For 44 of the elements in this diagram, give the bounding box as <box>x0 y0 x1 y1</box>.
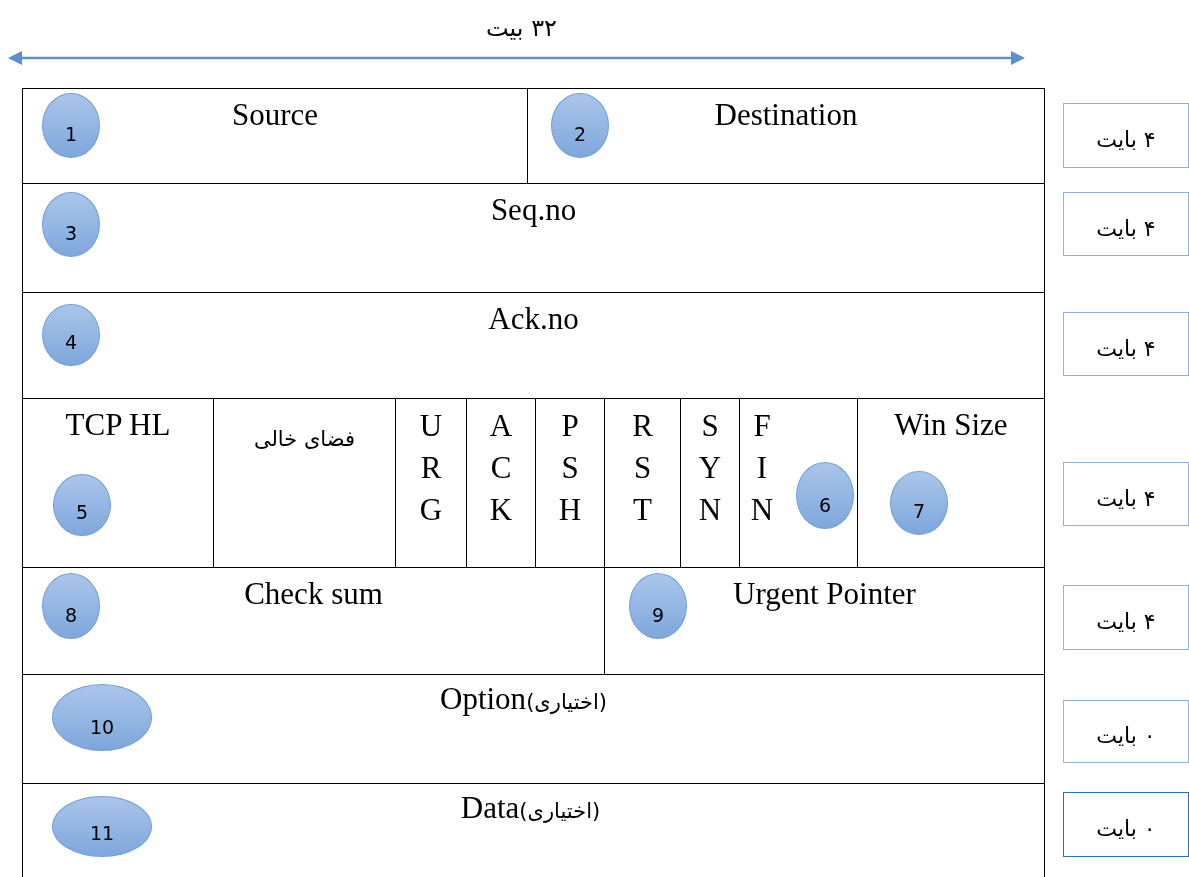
flag-label: S Y N <box>698 407 722 529</box>
dimension-label: ۳۲ بیت <box>486 14 557 42</box>
number-badge: 4 <box>42 304 100 366</box>
size-box: ۴ بایت <box>1063 462 1189 526</box>
header-field <box>22 674 1045 784</box>
field-label: Destination <box>714 97 858 132</box>
number-badge: 3 <box>42 192 100 257</box>
number-badge: 11 <box>52 796 152 857</box>
number-badge: 8 <box>42 573 100 639</box>
flag-label: P S H <box>558 407 582 529</box>
number-badge: 6 <box>796 462 854 529</box>
size-box: ۴ بایت <box>1063 585 1189 650</box>
header-field <box>22 88 528 184</box>
header-field <box>22 183 1045 293</box>
number-badge: 1 <box>42 93 100 158</box>
size-box: ۰ بایت <box>1063 700 1189 763</box>
header-field <box>527 88 1045 184</box>
field-label: Check sum <box>244 576 383 611</box>
flag-label: F I N <box>750 407 774 529</box>
field-label: Seq.no <box>490 192 577 227</box>
field-label: Win Size <box>894 407 1008 442</box>
flag-label: U R G <box>419 407 443 529</box>
optional-note: (اختیاری) <box>519 799 601 823</box>
optional-note: (اختیاری) <box>526 690 607 714</box>
number-badge: 2 <box>551 93 609 158</box>
header-field <box>22 292 1045 399</box>
size-box: ۰ بایت <box>1063 792 1189 857</box>
flag-label: R S T <box>631 407 654 529</box>
field-label: Ack.no <box>488 301 579 336</box>
size-box: ۴ بایت <box>1063 103 1189 168</box>
number-badge: 5 <box>53 474 111 536</box>
field-label: Option <box>440 681 527 716</box>
number-badge: 10 <box>52 684 152 751</box>
field-label: Data <box>460 790 520 825</box>
field-label: فضای خالی <box>253 427 355 451</box>
number-badge: 9 <box>629 573 687 639</box>
field-label: Urgent Pointer <box>733 576 916 611</box>
number-badge: 7 <box>890 471 948 535</box>
header-field <box>22 783 1045 877</box>
flag-label: A C K <box>489 407 513 529</box>
field-label: Source <box>231 97 319 132</box>
size-box: ۴ بایت <box>1063 192 1189 256</box>
field-label: TCP HL <box>65 407 171 442</box>
size-box: ۴ بایت <box>1063 312 1189 376</box>
